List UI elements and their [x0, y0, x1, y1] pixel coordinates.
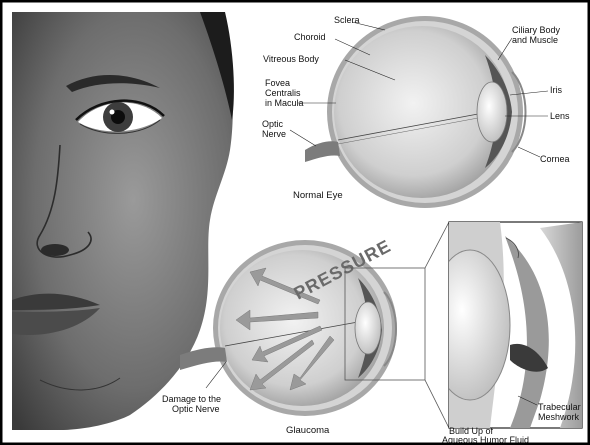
label-fovea-line2: Centralis — [265, 88, 301, 98]
label-sclera: Sclera — [334, 15, 360, 25]
label-fovea-line1: Fovea — [265, 78, 290, 88]
label-fovea-line3: in Macula — [265, 98, 304, 108]
caption-glaucoma: Glaucoma — [286, 425, 330, 436]
label-ciliary-line1: Ciliary Body — [512, 25, 561, 35]
label-optic-nerve-line1: Optic — [262, 119, 284, 129]
caption-normal-eye: Normal Eye — [293, 190, 343, 201]
label-trabecular-line2: Meshwork — [538, 412, 580, 422]
detail-panel — [430, 222, 582, 428]
face-illustration — [12, 12, 234, 430]
glaucoma-eye-crosssection: PRESSURE — [180, 236, 397, 416]
normal-eye-crosssection — [305, 16, 526, 208]
label-optic-nerve-line2: Nerve — [262, 129, 286, 139]
caption-buildup-line2: Aqueous Humor Fluid — [442, 435, 529, 445]
label-choroid: Choroid — [294, 32, 326, 42]
label-iris: Iris — [550, 85, 562, 95]
label-damage-line2: Optic Nerve — [172, 404, 220, 414]
label-vitreous-body: Vitreous Body — [263, 54, 319, 64]
label-lens: Lens — [550, 111, 570, 121]
label-ciliary-line2: and Muscle — [512, 35, 558, 45]
label-damage-line1: Damage to the — [162, 394, 221, 404]
label-cornea: Cornea — [540, 154, 570, 164]
label-trabecular-line1: Trabecular — [538, 402, 581, 412]
